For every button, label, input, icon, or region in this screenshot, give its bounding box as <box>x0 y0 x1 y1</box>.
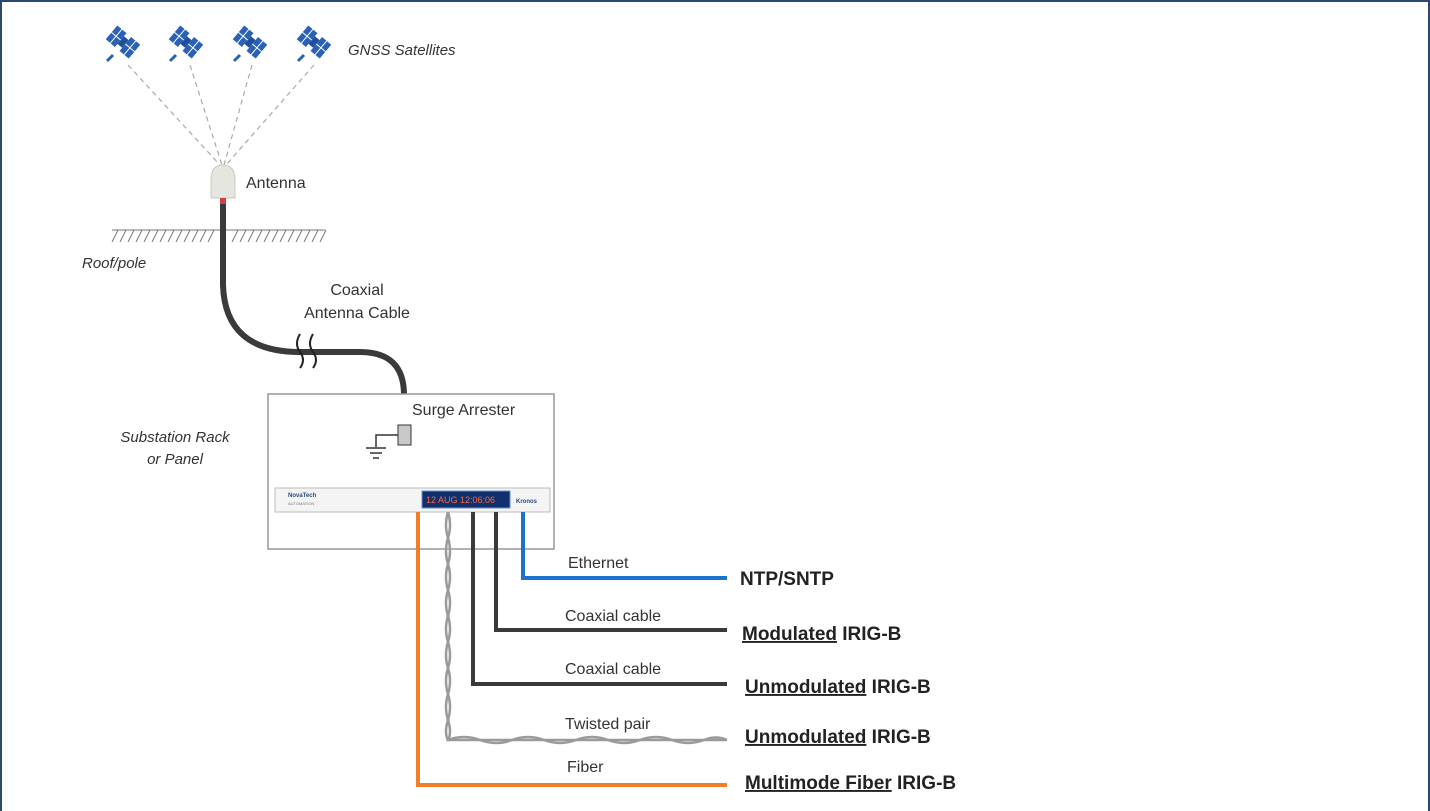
ethernet-cable <box>521 512 727 580</box>
output-label-fiber-irig: Multimode Fiber IRIG-B <box>745 773 956 794</box>
medium-label-coax-1: Coaxial cable <box>565 608 661 625</box>
device-brand: NovaTech <box>288 493 317 499</box>
satellites-label: GNSS Satellites <box>348 42 456 59</box>
rack-label-2: or Panel <box>147 451 204 468</box>
device-display <box>421 490 511 509</box>
twisted-pair-a <box>444 511 727 742</box>
antenna-dome-icon <box>210 164 236 204</box>
twisted-pair-c <box>447 735 728 745</box>
coax-cable-label-2: Antenna Cable <box>304 305 410 322</box>
roof-hatch <box>111 229 327 243</box>
output-label-unmodulated-irig-coax: Unmodulated IRIG-B <box>745 677 931 698</box>
device-display-text: 12 AUG 12:06:06 <box>426 495 495 505</box>
antenna-label: Antenna <box>246 175 306 192</box>
output-label-ntp: NTP/SNTP <box>740 569 834 590</box>
signal-lines <box>127 64 315 166</box>
output-label-modulated-irig: Modulated IRIG-B <box>742 624 901 645</box>
surge-arrester-icon <box>397 424 412 446</box>
surge-arrester-label: Surge Arrester <box>412 402 516 419</box>
satellite-icon <box>104 23 142 63</box>
coax-output-modulated <box>494 512 727 632</box>
satellite-icon <box>295 23 333 63</box>
roof-label: Roof/pole <box>82 255 146 272</box>
device-brand-sub: AUTOMATION <box>288 501 314 506</box>
coax-output-unmodulated <box>471 512 727 686</box>
medium-label-fiber: Fiber <box>567 759 604 776</box>
twisted-pair-b <box>444 511 452 741</box>
cable-break-mark <box>296 333 304 369</box>
rack-label-1: Substation Rack <box>120 429 231 446</box>
medium-label-coax-2: Coaxial cable <box>565 661 661 678</box>
fiber-cable <box>416 512 727 787</box>
coax-cable-label-1: Coaxial <box>330 282 383 299</box>
satellite-icon <box>167 23 205 63</box>
output-label-unmodulated-irig-twisted: Unmodulated IRIG-B <box>745 727 931 748</box>
substation-rack <box>267 393 555 550</box>
medium-label-twisted: Twisted pair <box>565 716 651 733</box>
cable-break-mark <box>309 333 317 369</box>
satellite-icon <box>231 23 269 63</box>
device-logo: Kronos <box>516 499 538 505</box>
medium-label-ethernet: Ethernet <box>568 555 629 572</box>
ground-symbol-icon <box>366 434 398 459</box>
